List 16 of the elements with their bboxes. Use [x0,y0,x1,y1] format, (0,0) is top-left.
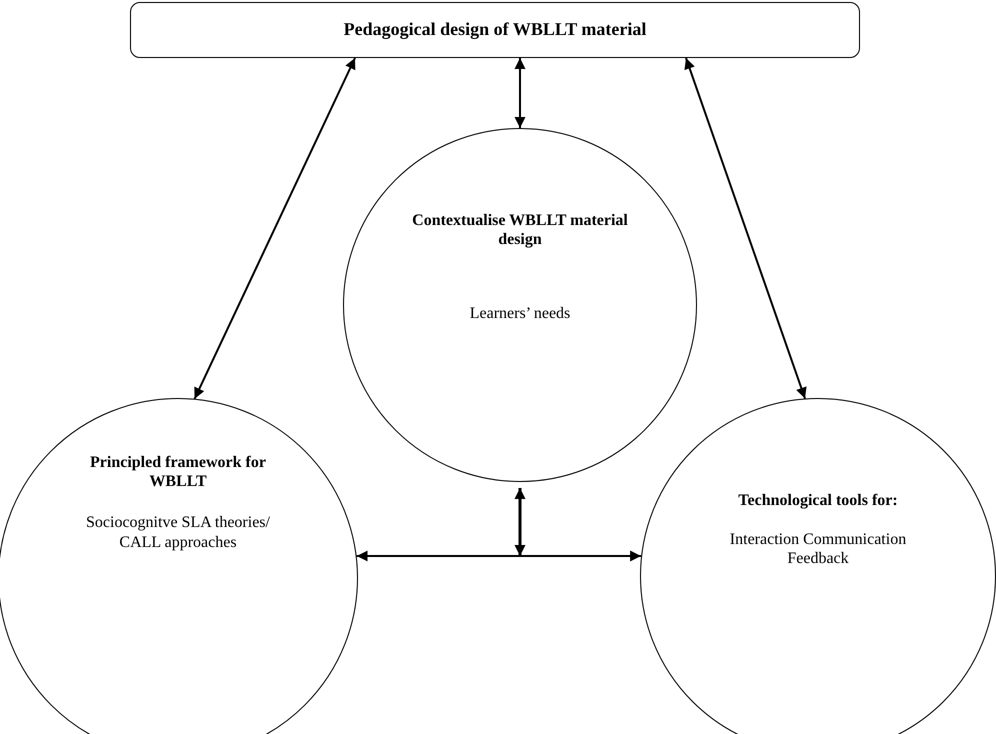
node-text: Sociocognitve SLA theories/ CALL approaches [85,513,271,552]
heading-box [130,2,860,58]
node-text: Learners’ needs [470,304,570,324]
concept-circle [640,398,996,734]
double-arrow [684,58,807,399]
node-heading: Technological tools for: [738,491,898,510]
double-arrow [194,58,356,400]
node-heading: Contextualise WBLLT material design [411,211,629,250]
node-heading: Principled framework for WBLLT [89,453,267,492]
double-arrow [514,488,526,556]
double-arrow [356,550,520,562]
node-heading: Pedagogical design of WBLLT material [344,19,646,41]
concept-circle [0,398,358,734]
node-text: Interaction Communication Feedback [728,530,908,569]
double-arrow [514,58,526,128]
concept-circle [343,128,697,482]
